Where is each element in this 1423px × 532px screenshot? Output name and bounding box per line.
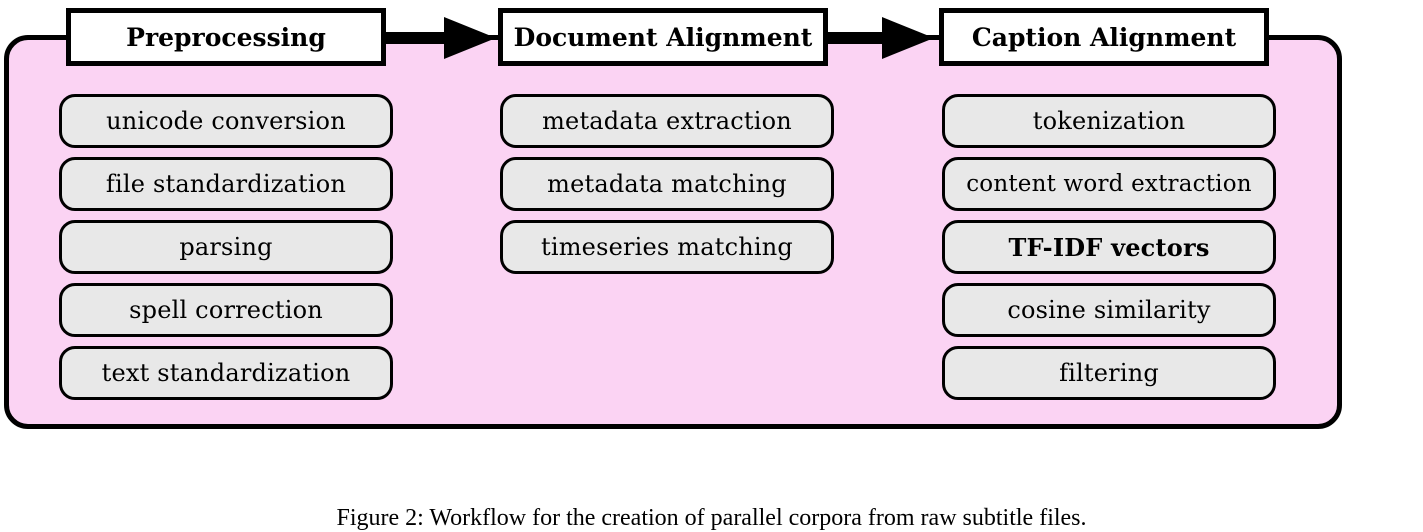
step-spell-correction: spell correction [59, 283, 393, 337]
step-cosine-similarity: cosine similarity [942, 283, 1276, 337]
arrow-right-icon [444, 17, 496, 59]
step-text-standardization: text standardization [59, 346, 393, 400]
step-metadata-extraction: metadata extraction [500, 94, 834, 148]
stage-header-document-alignment: Document Alignment [498, 8, 828, 66]
step-timeseries-matching: timeseries matching [500, 220, 834, 274]
connector-line-1 [386, 32, 446, 44]
step-metadata-matching: metadata matching [500, 157, 834, 211]
arrow-right-icon [882, 17, 934, 59]
step-tokenization: tokenization [942, 94, 1276, 148]
stage-header-caption-alignment: Caption Alignment [939, 8, 1269, 66]
step-content-word-extraction: content word extraction [942, 157, 1276, 211]
stage-header-preprocessing: Preprocessing [66, 8, 386, 66]
step-parsing: parsing [59, 220, 393, 274]
step-file-standardization: file standardization [59, 157, 393, 211]
connector-line-2 [828, 32, 884, 44]
figure-caption: Figure 2: Workflow for the creation of p… [336, 505, 1087, 531]
step-filtering: filtering [942, 346, 1276, 400]
step-unicode-conversion: unicode conversion [59, 94, 393, 148]
step-tf-idf-vectors: TF-IDF vectors [942, 220, 1276, 274]
